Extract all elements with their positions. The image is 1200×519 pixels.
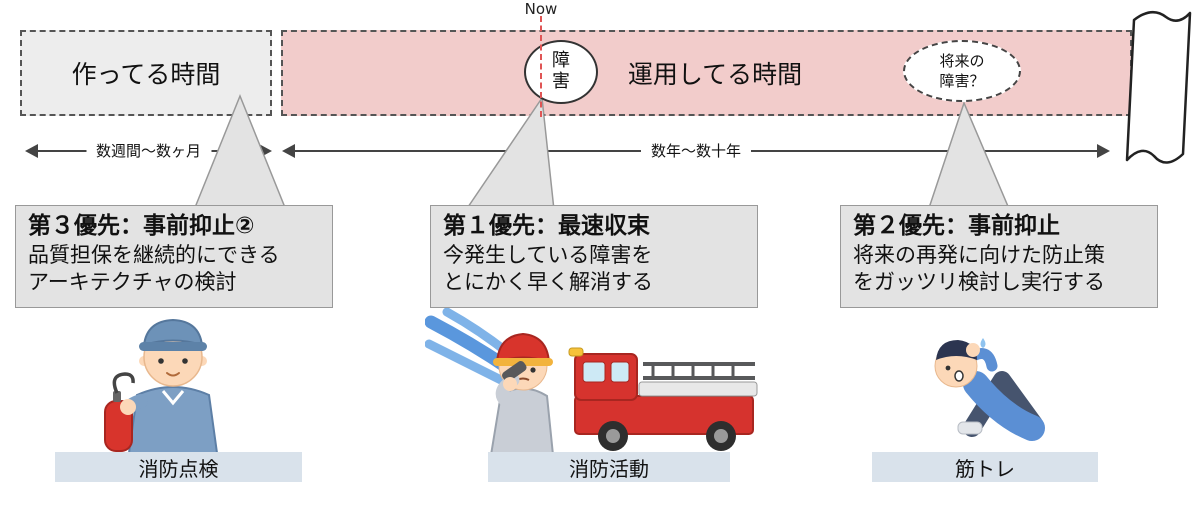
caption-muscle-training: 筋トレ bbox=[872, 452, 1098, 482]
future-incident-ellipse: 将来の障害？ bbox=[903, 40, 1021, 102]
arrow-right-head bbox=[1097, 144, 1110, 158]
sit-ups-person-illustration bbox=[934, 338, 1045, 441]
caption-text: 消防点検 bbox=[138, 456, 219, 481]
callout-body-line: 品質担保を継続的にできる bbox=[28, 243, 280, 268]
operate-phase-label: 運用してる時間 bbox=[602, 30, 828, 116]
operate-phase-label-text: 運用してる時間 bbox=[627, 60, 803, 89]
build-duration-label: 数週間〜数ヶ月 bbox=[85, 140, 212, 162]
callout-body-line: とにかく早く解消する bbox=[443, 270, 653, 295]
callout-pointer-3 bbox=[926, 101, 1012, 212]
callout-body-line: 今発生している障害を bbox=[443, 243, 653, 268]
callout-title: 第３優先：事前抑止② bbox=[28, 213, 255, 239]
caption-text: 消防活動 bbox=[569, 456, 649, 481]
fire-truck bbox=[568, 347, 758, 451]
caption-text: 筋トレ bbox=[955, 456, 1015, 481]
operate-duration-label: 数年〜数十年 bbox=[640, 140, 752, 162]
callout-priority-3: 第３優先：事前抑止② 品質担保を継続的にできる アーキテクチャの検討 bbox=[15, 205, 333, 308]
callout-body-line: アーキテクチャの検討 bbox=[28, 270, 237, 295]
caption-fire-inspection: 消防点検 bbox=[55, 452, 302, 482]
arrow-left-head bbox=[282, 144, 295, 158]
firefighter bbox=[489, 332, 555, 455]
build-phase-label: 作ってる時間 bbox=[71, 60, 221, 89]
now-label: Now bbox=[524, 0, 558, 18]
incident-ellipse: 障害 bbox=[524, 40, 598, 104]
arrow-left-head bbox=[25, 144, 38, 158]
callout-body-line: をガッツリ検討し実行する bbox=[853, 270, 1105, 295]
callout-priority-1: 第１優先：最速収束 今発生している障害を とにかく早く解消する bbox=[430, 205, 758, 308]
callout-title: 第２優先：事前抑止 bbox=[853, 213, 1060, 239]
caption-fire-fighting: 消防活動 bbox=[488, 452, 730, 482]
callout-pointer-2 bbox=[464, 96, 555, 211]
timeline-continues-marker bbox=[1125, 11, 1192, 164]
fire-inspection-worker-illustration bbox=[104, 318, 219, 453]
operate-duration-arrow: 数年〜数十年 bbox=[282, 140, 1110, 162]
callout-priority-2: 第２優先：事前抑止 将来の再発に向けた防止策 をガッツリ検討し実行する bbox=[840, 205, 1158, 308]
build-duration-arrow: 数週間〜数ヶ月 bbox=[25, 140, 272, 162]
future-incident-label: 将来の障害？ bbox=[939, 51, 985, 90]
callout-body-line: 将来の再発に向けた防止策 bbox=[853, 243, 1105, 268]
callout-pointer-1 bbox=[192, 94, 288, 211]
incident-label: 障害 bbox=[552, 50, 570, 92]
callout-title: 第１優先：最速収束 bbox=[443, 213, 650, 239]
now-marker-line bbox=[540, 16, 542, 117]
build-phase-box: 作ってる時間 bbox=[20, 30, 272, 116]
firefighter-with-truck-illustration bbox=[425, 308, 758, 455]
